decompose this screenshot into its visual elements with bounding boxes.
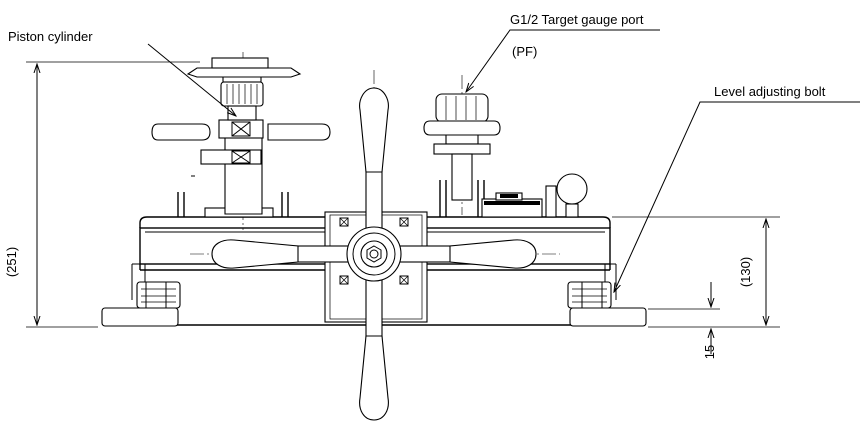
piston-cylinder-leader <box>147 43 236 116</box>
level-indicator <box>545 173 588 218</box>
overall-height-label: (251) <box>4 247 19 277</box>
target-port-label: G1/2 Target gauge port <box>510 12 644 27</box>
body-height-label: (130) <box>738 257 753 287</box>
pump-handle-cross <box>190 70 560 421</box>
target-gauge-port-assembly <box>423 75 543 218</box>
level-bolt-label: Level adjusting bolt <box>714 84 826 99</box>
piston-cylinder-assembly <box>151 52 331 230</box>
target-port-leader <box>466 29 660 92</box>
foot-height-label: 15 <box>702 345 717 359</box>
left-foot <box>101 263 181 327</box>
right-foot-level-bolt <box>567 263 647 327</box>
level-bolt-leader <box>614 101 860 292</box>
mounting-bolts <box>339 217 409 285</box>
piston-cylinder-label: Piston cylinder <box>8 29 93 44</box>
target-port-sub-label: (PF) <box>512 44 537 59</box>
foot-height-dimension <box>648 282 720 354</box>
overall-height-dimension <box>26 61 200 328</box>
body-height-dimension <box>612 216 780 328</box>
